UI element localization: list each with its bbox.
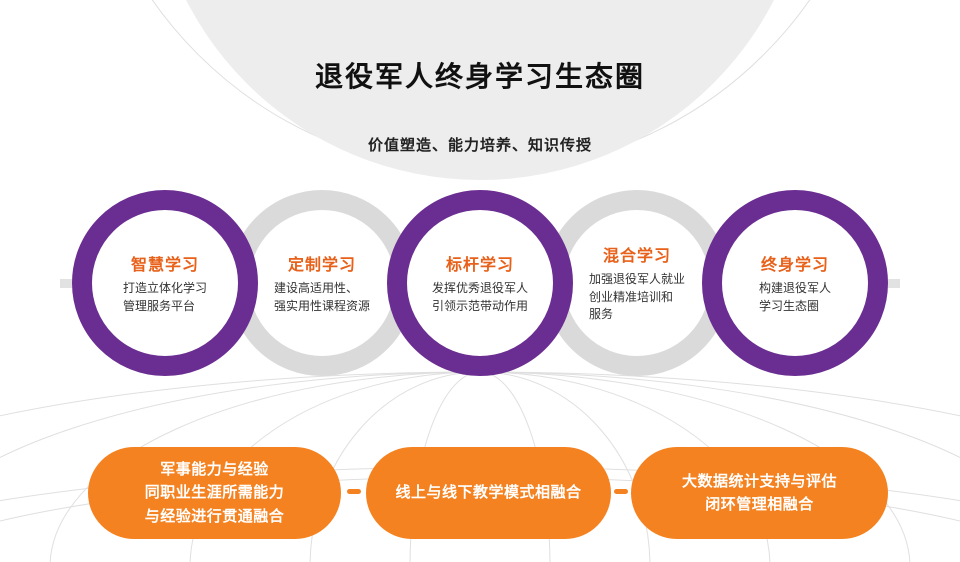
ring-title: 终身学习 <box>760 257 829 275</box>
ring-desc: 构建退役军人 学习生态圈 <box>758 281 831 313</box>
ring-title: 定制学习 <box>287 257 356 275</box>
connector-dash-1 <box>347 489 361 494</box>
fusion-box-military-career: 军事能力与经验 同职业生涯所需能力 与经验进行贯通融合 <box>88 447 341 539</box>
ring-desc: 加强退役军人就业 创业精准培训和 服务 <box>588 272 685 322</box>
ring-benchmark-learning: 标杆学习 发挥优秀退役军人 引领示范带动作用 <box>387 190 573 376</box>
ring-lifelong-learning: 终身学习 构建退役军人 学习生态圈 <box>702 190 888 376</box>
ring-title: 混合学习 <box>602 248 671 266</box>
fusion-box-bigdata: 大数据统计支持与评估 闭环管理相融合 <box>631 447 888 539</box>
ring-title: 标杆学习 <box>445 257 514 275</box>
page-title: 退役军人终身学习生态圈 <box>314 61 645 92</box>
ring-desc: 发挥优秀退役军人 引领示范带动作用 <box>431 281 528 313</box>
fusion-box-online-offline: 线上与线下教学模式相融合 <box>366 447 611 539</box>
ring-desc: 建设高适用性、 强实用性课程资源 <box>273 281 370 313</box>
fusion-box-text: 线上与线下教学模式相融合 <box>395 484 582 502</box>
fusion-box-text: 大数据统计支持与评估 闭环管理相融合 <box>681 472 837 513</box>
fusion-box-text: 军事能力与经验 同职业生涯所需能力 与经验进行贯通融合 <box>144 461 285 525</box>
ring-title: 智慧学习 <box>130 257 199 275</box>
ring-desc: 打造立体化学习 管理服务平台 <box>122 281 207 313</box>
connector-dash-2 <box>614 489 628 494</box>
page-subtitle: 价值塑造、能力培养、知识传授 <box>367 137 592 154</box>
ring-smart-learning: 智慧学习 打造立体化学习 管理服务平台 <box>72 190 258 376</box>
